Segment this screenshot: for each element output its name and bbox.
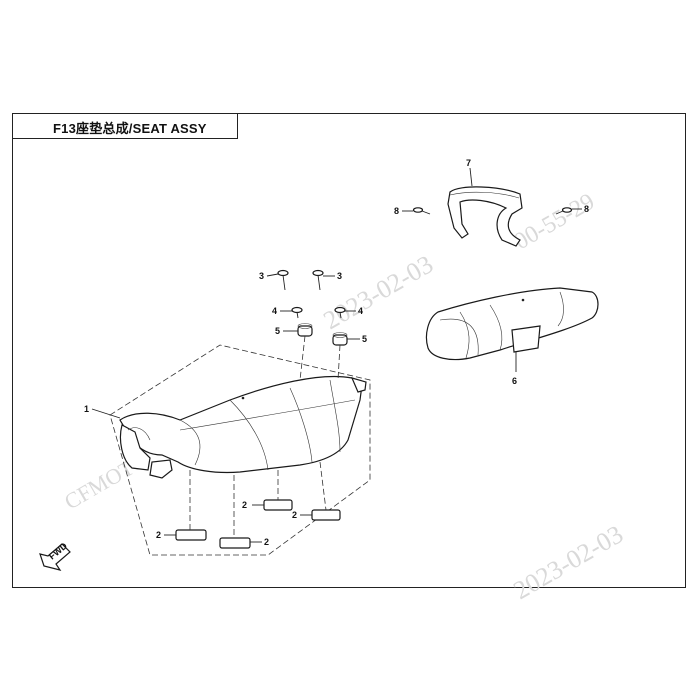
fwd-arrow-icon: FWD	[39, 540, 71, 571]
grommet-group	[297, 323, 348, 346]
rear-seat	[425, 287, 599, 361]
callout-5: 5	[362, 334, 367, 344]
callout-2: 2	[264, 537, 269, 547]
grab-handle	[447, 186, 523, 247]
rubber-pad-group	[175, 499, 341, 549]
watermark-date-2: 2023-02-03	[509, 519, 629, 605]
rubber-pad	[219, 537, 251, 549]
watermark-date-1: 2023-02-03	[319, 249, 439, 335]
rubber-pad	[175, 529, 207, 541]
callout-2: 2	[156, 530, 161, 540]
callout-4: 4	[272, 306, 277, 316]
callout-4: 4	[358, 306, 363, 316]
callout-2: 2	[242, 500, 247, 510]
callout-6: 6	[512, 376, 517, 386]
callout-1: 1	[84, 404, 89, 414]
drawing-frame	[12, 113, 686, 588]
washer-group	[291, 306, 346, 319]
callout-3: 3	[337, 271, 342, 281]
leader-1	[91, 408, 121, 419]
page-title: F13座垫总成/SEAT ASSY	[53, 121, 207, 136]
rubber-pad	[311, 509, 341, 521]
callout-5: 5	[275, 326, 280, 336]
main-seat	[119, 375, 367, 479]
callout-3: 3	[259, 271, 264, 281]
bolt-group	[277, 269, 324, 291]
callout-2: 2	[292, 510, 297, 520]
callout-8: 8	[584, 204, 589, 214]
callout-7: 7	[466, 158, 471, 168]
watermark-code: 00-55-29	[510, 189, 599, 256]
screw-group	[412, 207, 573, 215]
callout-8: 8	[394, 206, 399, 216]
title-box	[12, 113, 238, 139]
rubber-pad	[263, 499, 293, 511]
assembly-outline	[109, 344, 371, 556]
